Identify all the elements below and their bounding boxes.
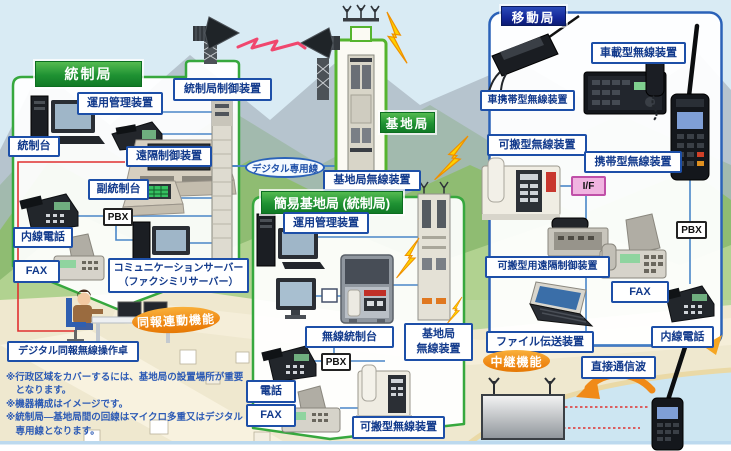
relay-function-oval: 中継機能 xyxy=(483,350,550,372)
label-radio-console: 無線統制台 xyxy=(305,326,394,348)
handheld-radio-bottom xyxy=(651,341,689,451)
label-sub-console: 副統制台 xyxy=(88,179,149,200)
simple-base-station-header: 簡易基地局 (統制局) xyxy=(259,189,405,216)
label-base-station-radio-unit: 基地局無線装置 xyxy=(323,170,421,191)
digital-leased-line-oval: デジタル専用線 xyxy=(245,157,325,178)
label-control-station-controller: 統制局制御装置 xyxy=(173,78,272,101)
label-portable-radio-right: 可搬型無線装置 xyxy=(487,134,587,156)
label-portable-remote-control: 可搬型用遠隔制御装置 xyxy=(485,256,610,278)
label-operation-management: 運用管理装置 xyxy=(77,92,163,115)
phone-mid xyxy=(261,345,317,383)
microwave-link-bolt-icon xyxy=(236,37,307,52)
base-station-tower xyxy=(324,4,398,202)
fax-machine-control xyxy=(53,233,105,281)
radio-unit-line1: 基地局 xyxy=(422,328,455,340)
pbx-box-control: PBX xyxy=(103,208,133,226)
radio-console-monitor xyxy=(276,278,316,319)
communication-server-line2: （ファクシミリサーバー） xyxy=(118,276,239,288)
label-vehicle-radio: 車載型無線装置 xyxy=(591,42,686,64)
interface-box: I/F xyxy=(571,176,606,196)
label-base-station-radio-unit-mid: 基地局 無線装置 xyxy=(404,323,473,361)
label-handheld-radio: 携帯型無線装置 xyxy=(584,151,682,173)
label-portable-radio-mid: 可搬型無線装置 xyxy=(352,416,445,439)
pbx-box-right: PBX xyxy=(676,221,707,239)
simple-base-station-rack xyxy=(417,181,451,321)
label-control-console: 統制台 xyxy=(8,136,60,157)
fax-machine-right xyxy=(599,213,667,279)
footnotes: ※行政区域をカバーするには、基地局の設置場所が重要 となります。 ※機器構成はイ… xyxy=(6,371,256,438)
relay-repeater-box xyxy=(481,377,565,440)
label-phone-mid: 電話 xyxy=(246,380,296,403)
vehicle-radio xyxy=(583,57,667,121)
mobile-station-header: 移動局 xyxy=(499,4,568,28)
note-line: ※行政区域をカバーするには、基地局の設置場所が重要 xyxy=(6,372,244,383)
microwave-tower-left xyxy=(193,16,241,64)
microwave-tower-right xyxy=(299,27,340,100)
file-transfer-laptop xyxy=(529,281,594,327)
direct-wave-dotted-lines xyxy=(563,406,650,429)
label-vehicle-portable-radio: 車携帯型無線装置 xyxy=(480,90,575,111)
communication-server-line1: コミュニケーションサーバー xyxy=(113,263,244,274)
note-line: 専用線となります。 xyxy=(6,425,100,437)
label-communication-server: コミュニケーションサーバー （ファクシミリサーバー） xyxy=(108,258,249,293)
label-fax-control: FAX xyxy=(13,260,60,283)
radio-unit-line2: 無線装置 xyxy=(416,342,461,355)
label-fax-mid: FAX xyxy=(246,404,296,427)
base-station-header: 基地局 xyxy=(378,110,437,135)
note-line: となります。 xyxy=(6,385,72,397)
portable-remote-control-unit xyxy=(547,217,609,257)
vehicle-portable-radio xyxy=(483,14,580,101)
label-fax-right: FAX xyxy=(611,281,669,303)
portable-radio-mid xyxy=(356,364,412,420)
portable-radio-right xyxy=(481,157,561,220)
pc-operation-management-mid xyxy=(256,213,325,269)
base-station-antenna-icon xyxy=(342,4,380,22)
label-extension-phone: 内線電話 xyxy=(13,227,73,248)
label-direct-wave: 直接通信波 xyxy=(581,356,656,379)
control-station-header: 統制局 xyxy=(33,59,144,89)
portable-radio-case xyxy=(340,254,394,324)
label-file-transfer-unit: ファイル伝送装置 xyxy=(486,331,594,353)
console-interface-box xyxy=(321,288,338,303)
note-line: ※機器構成はイメージです。 xyxy=(6,398,129,410)
note-line: ※統制局―基地局間の回線はマイクロ多重又はデジタル xyxy=(6,412,243,424)
pbx-box-mid: PBX xyxy=(321,353,351,371)
label-extension-phone-right: 内線電話 xyxy=(651,326,714,348)
label-remote-control-unit: 遠隔制御装置 xyxy=(126,146,212,167)
equipment-rack-control xyxy=(211,99,233,261)
label-operation-management-mid: 運用管理装置 xyxy=(283,212,369,234)
fax-machine-mid xyxy=(281,385,341,433)
label-digital-broadcast-console: デジタル同報無線操作卓 xyxy=(7,341,139,362)
base-station-radio-rack xyxy=(347,54,375,182)
